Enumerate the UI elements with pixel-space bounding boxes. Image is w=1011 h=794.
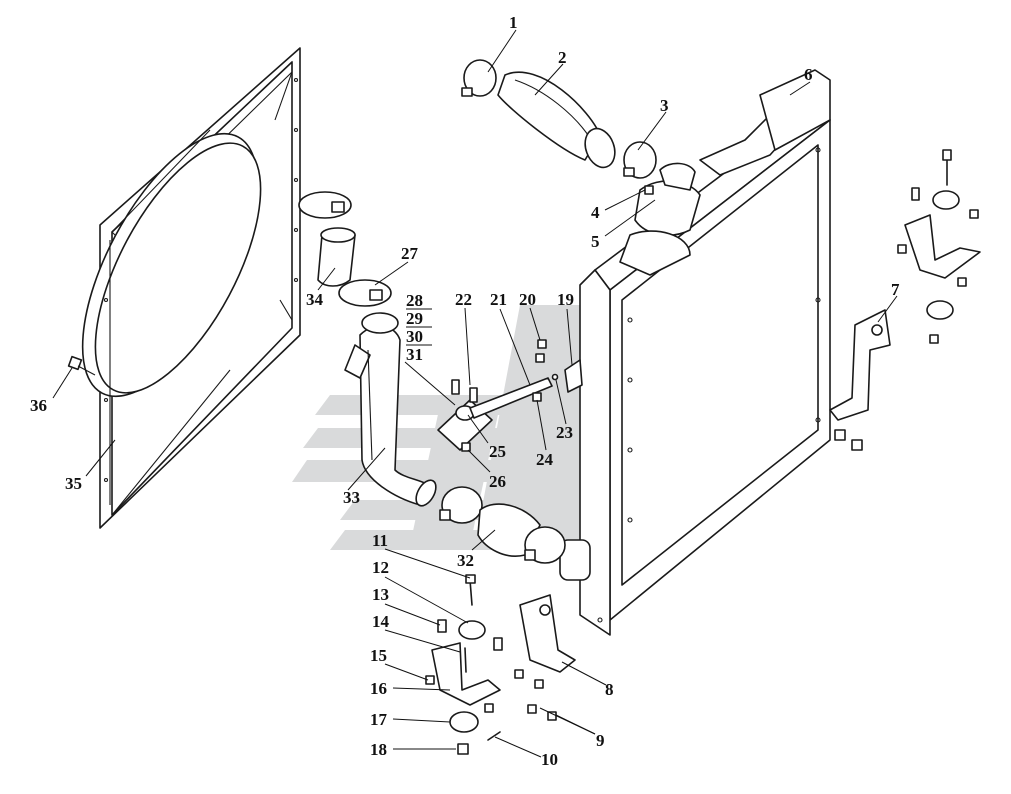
- mount-upper-right: [897, 149, 981, 344]
- pipe-33: [344, 312, 437, 507]
- label-20: 20: [519, 290, 536, 309]
- label-17: 17: [370, 710, 388, 729]
- label-34: 34: [306, 290, 324, 309]
- label-19: 19: [557, 290, 574, 309]
- label-9: 9: [596, 731, 605, 750]
- label-4: 4: [591, 203, 600, 222]
- label-11: 11: [372, 531, 388, 550]
- label-7: 7: [891, 280, 900, 299]
- label-24: 24: [536, 450, 554, 469]
- radiator: [559, 69, 831, 636]
- upper-hose: [461, 59, 657, 195]
- label-18: 18: [370, 740, 387, 759]
- leader-lines: [52, 29, 898, 758]
- label-25: 25: [489, 442, 506, 461]
- label-31: 31: [406, 345, 423, 364]
- fan-shroud: [81, 47, 301, 529]
- callout-labels: 1 2 3 4 5 6 7 8 9 10 11 12 13 14 15 16 1…: [30, 13, 900, 769]
- mount-lower-left: [425, 574, 503, 755]
- label-1: 1: [509, 13, 518, 32]
- label-29: 29: [406, 309, 423, 328]
- label-32: 32: [457, 551, 474, 570]
- label-12: 12: [372, 558, 389, 577]
- hose-32: [439, 486, 566, 564]
- label-23: 23: [556, 423, 573, 442]
- label-6: 6: [804, 65, 813, 84]
- label-2: 2: [558, 48, 567, 67]
- label-15: 15: [370, 646, 387, 665]
- label-28: 28: [406, 291, 423, 310]
- label-26: 26: [489, 472, 506, 491]
- mount-bracket-7: [829, 309, 891, 451]
- label-22: 22: [455, 290, 472, 309]
- hose-34: [298, 191, 392, 307]
- label-21: 21: [490, 290, 507, 309]
- bolt-36: [67, 355, 96, 376]
- label-36: 36: [30, 396, 47, 415]
- label-10: 10: [541, 750, 558, 769]
- mount-bracket-8: [514, 594, 576, 721]
- label-5: 5: [591, 232, 600, 251]
- label-35: 35: [65, 474, 82, 493]
- stay-rod-assembly: [437, 339, 583, 452]
- label-33: 33: [343, 488, 360, 507]
- label-14: 14: [372, 612, 390, 631]
- label-30: 30: [406, 327, 423, 346]
- label-8: 8: [605, 680, 614, 699]
- label-13: 13: [372, 585, 389, 604]
- label-3: 3: [660, 96, 669, 115]
- label-27: 27: [401, 244, 419, 263]
- label-16: 16: [370, 679, 387, 698]
